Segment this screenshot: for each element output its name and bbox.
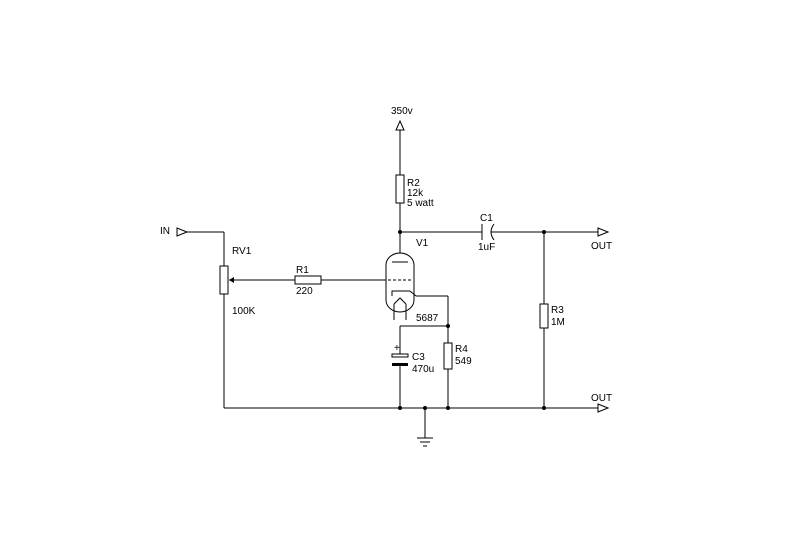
capacitor-c1: C1 1uF [478, 213, 495, 253]
output-top-label: OUT [591, 241, 612, 252]
wires [187, 130, 598, 438]
resistor-r3: R3 1M [539, 303, 565, 329]
output-port-bottom: OUT [591, 393, 612, 413]
r1-ref: R1 [296, 265, 309, 276]
r2-value: 12k [407, 188, 424, 199]
r2-note: 5 watt [407, 198, 434, 209]
c1-value: 1uF [478, 242, 495, 253]
r2-ref: R2 [407, 178, 420, 189]
r4-value: 549 [455, 356, 472, 367]
triode-tube-icon [385, 252, 417, 320]
port-arrow-icon [597, 227, 610, 237]
r1-value: 220 [296, 286, 313, 297]
resistor-r1: R1 220 [294, 265, 322, 297]
port-arrow-icon [597, 403, 610, 413]
input-port: IN [160, 226, 189, 237]
wiper-arrow-icon [229, 277, 234, 283]
c3-value: 470u [412, 364, 434, 375]
v1-type: 5687 [416, 313, 439, 324]
resistor-r2: R2 12k 5 watt [395, 174, 434, 209]
output-port-top: OUT [591, 227, 612, 252]
rv1-ref: RV1 [232, 246, 252, 257]
supply-label: 350v [391, 106, 413, 117]
input-label: IN [160, 226, 170, 237]
c3-ref: C3 [412, 352, 425, 363]
tube-v1: V1 5687 [385, 238, 439, 324]
junctions [398, 230, 546, 410]
polarity-plus-icon: + [394, 343, 400, 354]
r3-ref: R3 [551, 305, 564, 316]
output-bottom-label: OUT [591, 393, 612, 404]
port-arrow-icon [176, 227, 189, 237]
r3-value: 1M [551, 317, 565, 328]
r4-ref: R4 [455, 344, 468, 355]
rv1-value: 100K [232, 306, 256, 317]
v1-ref: V1 [416, 238, 429, 249]
capacitor-c3: + C3 470u [391, 343, 434, 375]
c1-ref: C1 [480, 213, 493, 224]
supply-terminal: 350v [391, 106, 413, 131]
ground-icon [417, 437, 433, 447]
resistor-r4: R4 549 [443, 342, 472, 370]
arrow-up-icon [395, 119, 405, 131]
potentiometer-rv1: RV1 100K [219, 246, 256, 317]
